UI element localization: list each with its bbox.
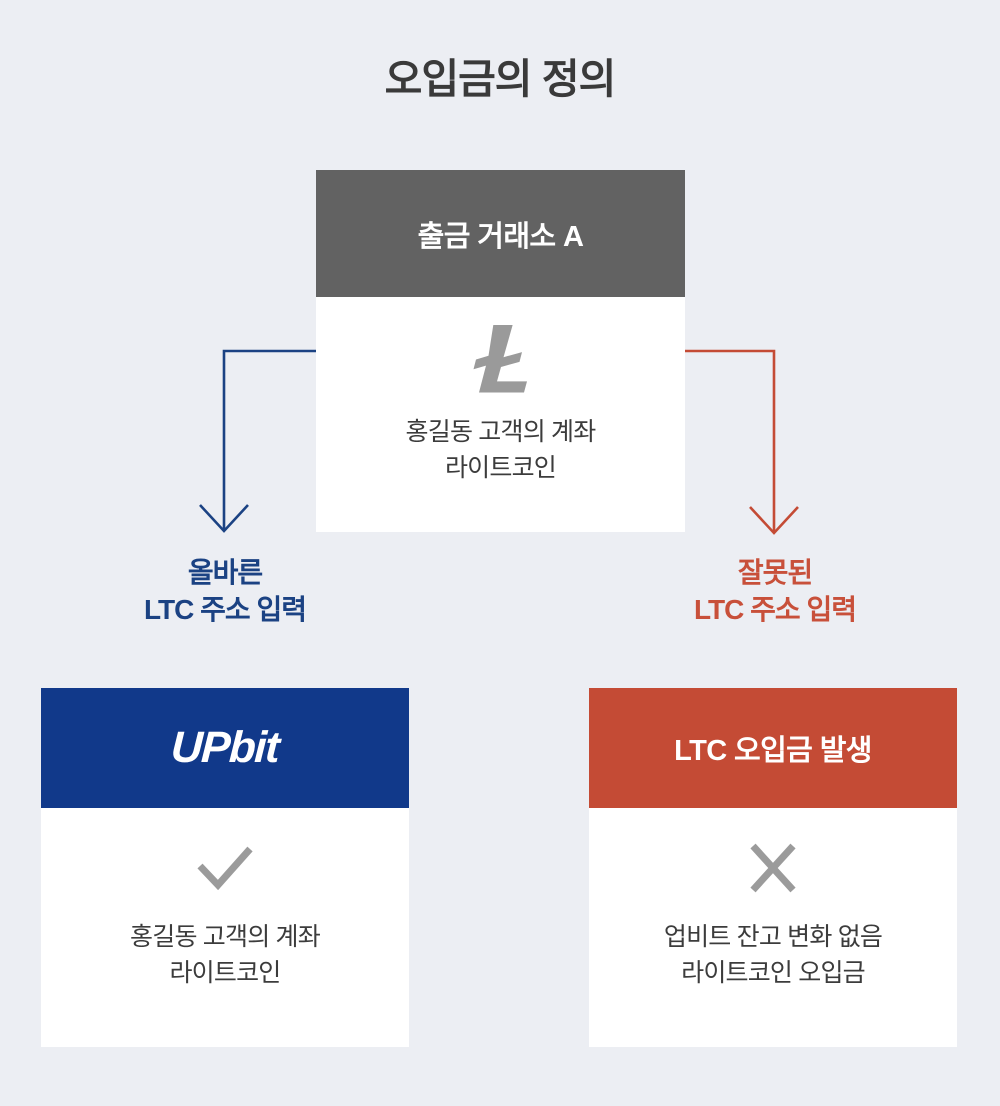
- branch-label-wrong-line-1: 잘못된: [737, 557, 813, 588]
- upbit-logo: UPbit: [170, 723, 280, 772]
- branch-label-correct: 올바른 LTC 주소 입력: [55, 554, 395, 628]
- upbit-card-line-1: 홍길동 고객의 계좌: [130, 923, 321, 951]
- wrong-deposit-card-body: 업비트 잔고 변화 없음 라이트코인 오입금: [589, 808, 957, 1047]
- source-exchange-card: 출금 거래소 A 홍길동 고객의 계좌 라이트코인: [316, 170, 685, 532]
- branch-label-wrong-line-2: LTC 주소 입력: [694, 594, 857, 626]
- source-exchange-body: 홍길동 고객의 계좌 라이트코인: [316, 297, 685, 532]
- wrong-deposit-card-text: 업비트 잔고 변화 없음 라이트코인 오입금: [663, 920, 883, 991]
- check-icon: [197, 846, 253, 891]
- wrong-deposit-card-header: LTC 오입금 발생: [589, 688, 957, 808]
- connector-wrong: [685, 349, 799, 535]
- upbit-card-text: 홍길동 고객의 계좌 라이트코인: [130, 920, 321, 991]
- wrong-deposit-result-card: LTC 오입금 발생 업비트 잔고 변화 없음 라이트코인 오입금: [589, 688, 957, 1047]
- source-exchange-line-1: 홍길동 고객의 계좌: [405, 418, 597, 446]
- source-exchange-line-2: 라이트코인: [444, 453, 557, 482]
- source-exchange-header: 출금 거래소 A: [316, 170, 685, 297]
- wrong-deposit-card-line-2: 라이트코인 오입금: [681, 958, 866, 987]
- litecoin-icon: [473, 325, 527, 393]
- upbit-card-body: 홍길동 고객의 계좌 라이트코인: [41, 808, 409, 1047]
- wrong-deposit-card-line-1: 업비트 잔고 변화 없음: [663, 923, 883, 951]
- upbit-card-line-2: 라이트코인: [169, 958, 281, 987]
- connector-correct: [199, 349, 316, 533]
- branch-label-correct-line-1: 올바른: [187, 557, 263, 588]
- upbit-card-header: UPbit: [41, 688, 409, 808]
- branch-label-wrong: 잘못된 LTC 주소 입력: [605, 554, 945, 628]
- source-exchange-text: 홍길동 고객의 계좌 라이트코인: [405, 415, 597, 486]
- x-icon: [750, 843, 796, 893]
- page-title: 오입금의 정의: [384, 56, 617, 102]
- upbit-result-card: UPbit 홍길동 고객의 계좌 라이트코인: [41, 688, 409, 1047]
- branch-label-correct-line-2: LTC 주소 입력: [144, 594, 307, 626]
